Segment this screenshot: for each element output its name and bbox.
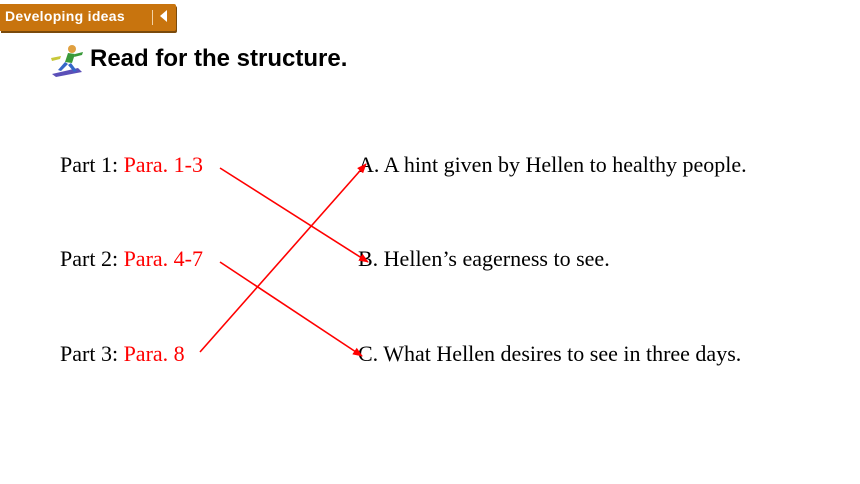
match-line-part3-to-a — [199, 163, 367, 353]
part-label: Part 3: — [60, 341, 124, 366]
part-label: Part 2: — [60, 246, 124, 271]
part-paragraphs: Para. 8 — [123, 341, 185, 366]
part-2: Part 2: Para. 4-7 — [60, 246, 203, 272]
section-banner: Developing ideas — [0, 4, 176, 31]
option-a: A. A hint given by Hellen to healthy peo… — [358, 152, 747, 177]
part-1: Part 1: Para. 1-3 — [60, 152, 203, 178]
part-label: Part 1: — [60, 152, 124, 177]
match-line-part2-to-c — [219, 261, 363, 357]
part-3: Part 3: Para. 8 — [60, 341, 185, 367]
caret-left-icon[interactable] — [160, 10, 167, 22]
option-b: B. Hellen’s eagerness to see. — [358, 246, 610, 271]
section-banner-label: Developing ideas — [5, 8, 125, 24]
option-c: C. What Hellen desires to see in three d… — [358, 341, 742, 366]
banner-divider — [152, 10, 153, 25]
page-title: Read for the structure. — [90, 45, 348, 72]
match-line-part1-to-b — [219, 167, 369, 263]
runner-icon — [51, 45, 83, 77]
part-paragraphs: Para. 4-7 — [123, 246, 203, 271]
part-paragraphs: Para. 1-3 — [123, 152, 203, 177]
